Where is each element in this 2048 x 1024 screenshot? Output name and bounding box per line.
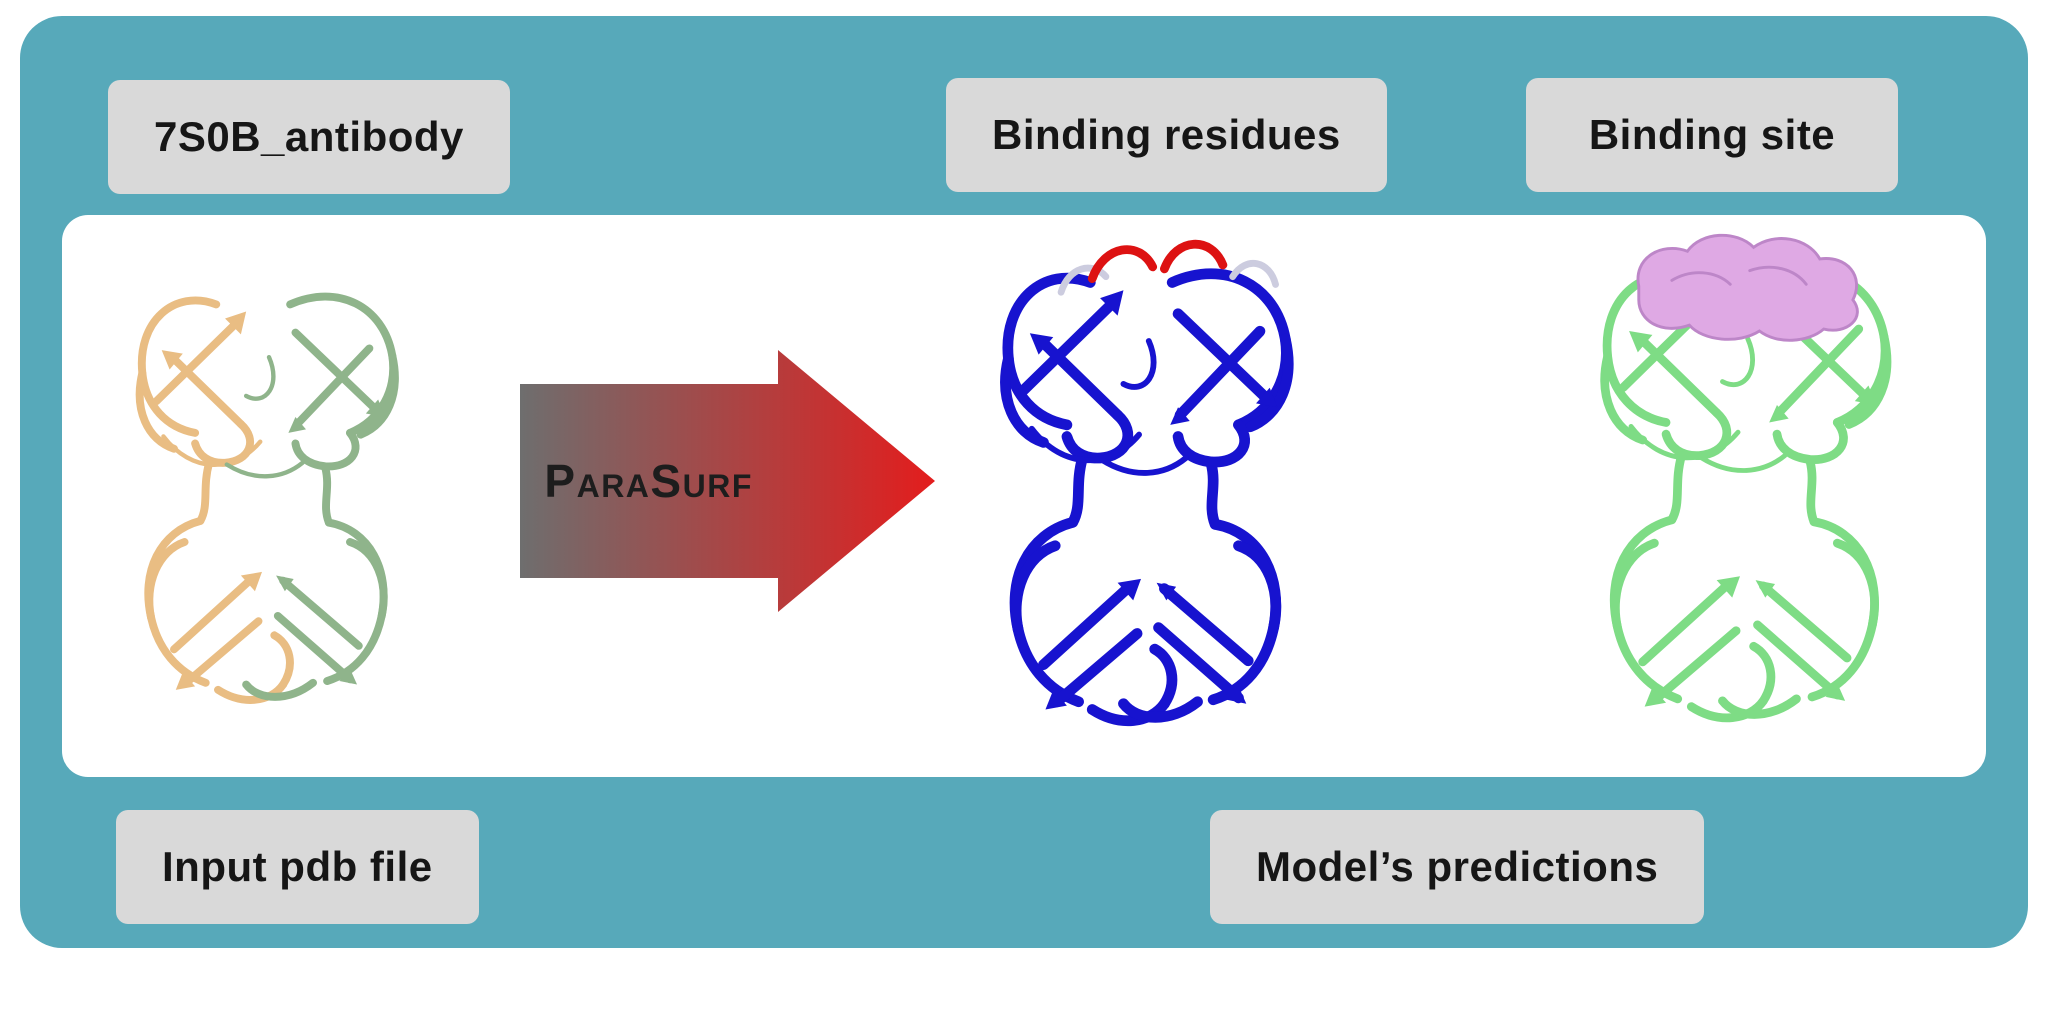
binding-site-cartoon-icon (1600, 233, 1892, 723)
label-input-pdb-file-text: Input pdb file (162, 843, 433, 890)
predicted-residue-loops (1087, 239, 1228, 283)
label-models-predictions-text: Model’s predictions (1256, 843, 1659, 890)
label-binding-site: Binding site (1526, 78, 1898, 192)
parasurf-arrow-label: ParaSurf (544, 455, 753, 507)
label-models-predictions: Model’s predictions (1210, 810, 1705, 924)
label-binding-site-text: Binding site (1588, 111, 1836, 158)
parasurf-arrow-shape (520, 350, 935, 612)
label-7s0b-antibody-text: 7S0B_antibody (154, 113, 464, 160)
binding-residues-cartoon-icon (1000, 239, 1294, 727)
neutral-cdr-loops (1057, 259, 1279, 296)
label-binding-residues-text: Binding residues (992, 111, 1341, 158)
binding-site-structure-image (1544, 222, 1936, 767)
input-antibody-structure-image (86, 228, 438, 768)
label-binding-residues: Binding residues (946, 78, 1387, 192)
parasurf-arrow: ParaSurf (520, 350, 935, 612)
label-7s0b-antibody: 7S0B_antibody (108, 80, 510, 194)
binding-residues-structure-image (945, 224, 1337, 770)
label-input-pdb-file: Input pdb file (116, 810, 479, 924)
binding-site-surface (1636, 233, 1859, 342)
antibody-cartoon-icon (135, 292, 399, 704)
